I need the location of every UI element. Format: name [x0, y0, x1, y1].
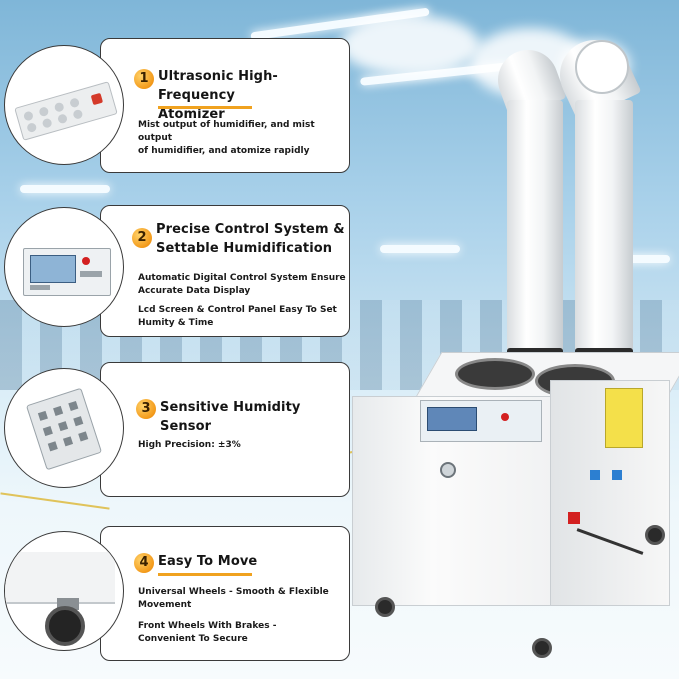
thumb-control-panel — [4, 207, 124, 327]
thumb-humidity-sensor — [4, 368, 124, 488]
caster-wheel-icon — [532, 638, 552, 658]
power-indicator-icon — [501, 413, 509, 421]
feature-number-badge: 2 — [132, 228, 152, 248]
feature-description: Mist output of humidifier, and mist outp… — [138, 120, 315, 156]
power-switch-icon — [568, 512, 580, 524]
ceiling-light — [380, 245, 460, 253]
feature-description: Universal Wheels - Smooth & Flexible Mov… — [138, 587, 329, 644]
caster-wheel-icon — [645, 525, 665, 545]
lcd-screen — [427, 407, 477, 431]
title-underline — [158, 573, 252, 576]
caster-wheel-icon — [375, 597, 395, 617]
atomizer-icon — [14, 81, 118, 141]
thumb-caster-wheel — [4, 531, 124, 651]
fan-grill-icon — [455, 358, 535, 390]
port-icon — [590, 470, 600, 480]
feature-title: Ultrasonic High-Frequency Atomizer — [158, 69, 278, 122]
feature-title: Sensitive Humidity Sensor — [160, 400, 301, 434]
feature-number-badge: 4 — [134, 553, 154, 573]
feature-card-atomizer: 1 Ultrasonic High-Frequency Atomizer Mis… — [100, 38, 350, 173]
caster-wheel-icon — [5, 532, 123, 650]
pipe-outlet — [575, 40, 629, 94]
feature-number-badge: 1 — [134, 69, 154, 89]
feature-card-control-system: 2 Precise Control System & Settable Humi… — [100, 205, 350, 337]
thumb-atomizer — [4, 45, 124, 165]
title-underline — [158, 106, 252, 109]
feature-number-badge: 3 — [136, 399, 156, 419]
warning-label — [605, 388, 643, 448]
ceiling-light — [600, 255, 670, 263]
feature-card-easy-to-move: 4 Easy To Move Universal Wheels - Smooth… — [100, 526, 350, 661]
feature-description: Automatic Digital Control System Ensure … — [138, 273, 346, 328]
feature-description: High Precision: ±3% — [138, 440, 241, 450]
mist-cloud — [340, 15, 480, 75]
humidity-sensor-icon — [25, 387, 103, 471]
port-icon — [612, 470, 622, 480]
ceiling-light — [20, 185, 110, 193]
control-panel-icon — [23, 248, 111, 296]
feature-title: Precise Control System & Settable Humidi… — [156, 222, 345, 256]
feature-card-humidity-sensor: 3 Sensitive Humidity Sensor High Precisi… — [100, 362, 350, 497]
feature-title: Easy To Move — [158, 554, 258, 569]
mist-pipe-left — [507, 100, 563, 352]
mist-pipe-right — [575, 100, 633, 352]
lock-icon — [440, 462, 456, 478]
control-panel — [420, 400, 542, 442]
